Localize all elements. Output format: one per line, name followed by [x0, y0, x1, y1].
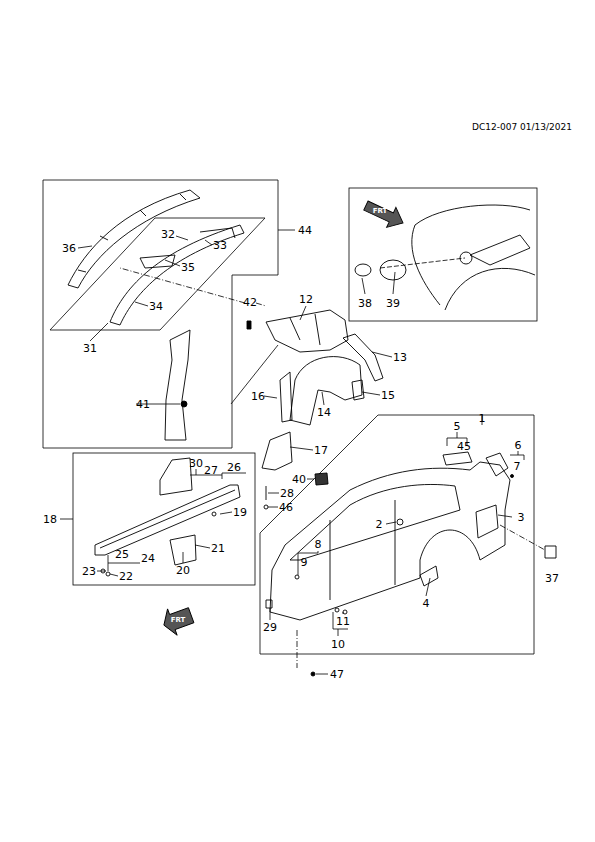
callout-number: 31 — [83, 343, 97, 354]
callout-number: 4 — [423, 598, 430, 609]
body-parts — [68, 190, 556, 676]
callout-number: 17 — [314, 445, 328, 456]
callout-number: 29 — [263, 622, 277, 633]
callout-number: 20 — [176, 565, 190, 576]
callout-number: 7 — [514, 461, 521, 472]
callout-number: 23 — [82, 566, 96, 577]
callout-number: 22 — [119, 571, 133, 582]
group-frame — [50, 218, 265, 330]
callout-number: 45 — [457, 441, 471, 452]
direction-label: FRT — [373, 208, 388, 215]
callout-number: 1 — [479, 413, 486, 424]
inset-frame — [349, 188, 537, 321]
callout-number: 26 — [227, 462, 241, 473]
callout-number: 15 — [381, 390, 395, 401]
callout-number: 12 — [299, 294, 313, 305]
callout-number: 9 — [301, 557, 308, 568]
callout-number: 25 — [115, 549, 129, 560]
leader-lines — [60, 230, 545, 674]
callout-number: 40 — [292, 474, 306, 485]
callout-number: 46 — [279, 502, 293, 513]
callout-number: 39 — [386, 298, 400, 309]
callout-number: 35 — [181, 262, 195, 273]
callout-number: 14 — [317, 407, 331, 418]
direction-label: FRT — [171, 617, 186, 624]
callout-number: 30 — [189, 458, 203, 469]
callout-number: 6 — [515, 440, 522, 451]
drawing-code: DC12-007 01/13/2021 — [472, 123, 572, 132]
callout-number: 36 — [62, 243, 76, 254]
callout-number: 32 — [161, 229, 175, 240]
callout-number: 3 — [518, 512, 525, 523]
callout-number: 5 — [454, 421, 461, 432]
callout-number: 18 — [43, 514, 57, 525]
callout-number: 37 — [545, 573, 559, 584]
callout-number: 2 — [376, 519, 383, 530]
group-frame — [43, 180, 278, 448]
callout-number: 10 — [331, 639, 345, 650]
callout-number: 11 — [336, 616, 350, 627]
callout-number: 34 — [149, 301, 163, 312]
callout-number: 47 — [330, 669, 344, 680]
callout-number: 8 — [315, 539, 322, 550]
callout-number: 24 — [141, 553, 155, 564]
callout-number: 38 — [358, 298, 372, 309]
group-frame — [260, 415, 534, 654]
callout-number: 41 — [136, 399, 150, 410]
callout-number: 42 — [243, 297, 257, 308]
callout-number: 13 — [393, 352, 407, 363]
callout-number: 16 — [251, 391, 265, 402]
frt-arrow — [159, 602, 196, 638]
callout-number: 19 — [233, 507, 247, 518]
callout-number: 21 — [211, 543, 225, 554]
group-frame — [73, 453, 255, 585]
callout-number: 27 — [204, 465, 218, 476]
callout-number: 44 — [298, 225, 312, 236]
callout-number: 28 — [280, 488, 294, 499]
callout-number: 33 — [213, 240, 227, 251]
frt-arrow — [361, 196, 407, 233]
